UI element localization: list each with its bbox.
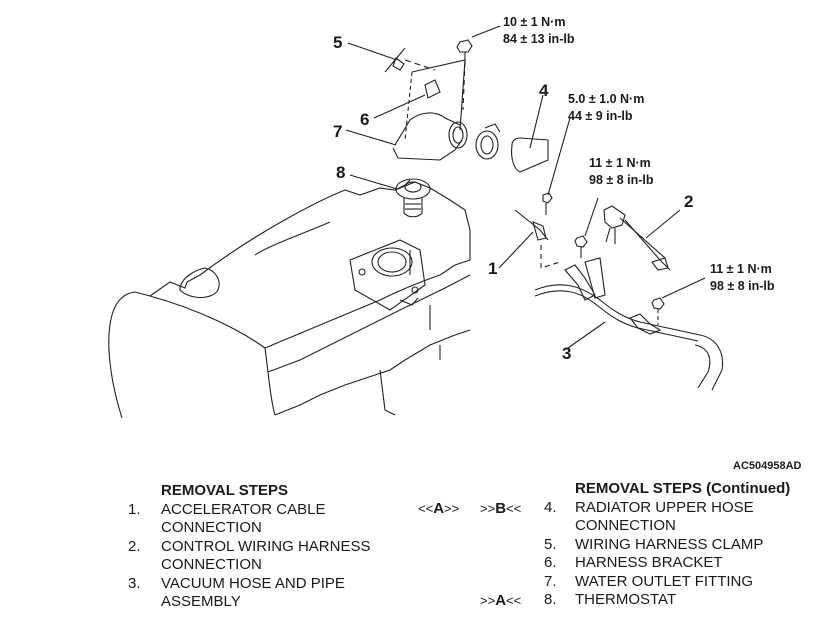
callout-1: 1 xyxy=(488,259,498,278)
callout-8: 8 xyxy=(336,163,346,182)
accelerator-cable-part xyxy=(514,192,561,269)
torque-nm: 11 ± 1 N·m xyxy=(710,262,772,276)
step-text: CONTROL WIRING HARNESS xyxy=(161,537,371,555)
step-text: ACCELERATOR CABLE xyxy=(161,500,326,518)
step-text: VACUUM HOSE AND PIPE xyxy=(161,574,345,592)
step-number: 5. xyxy=(544,535,557,553)
step-number: 7. xyxy=(544,572,557,590)
callout-6: 6 xyxy=(360,110,370,129)
step-number: 1. xyxy=(128,500,141,518)
step-text: HARNESS BRACKET xyxy=(575,554,723,571)
removal-steps-continued-list: REMOVAL STEPS (Continued) <<A>> >>B<< 4.… xyxy=(418,480,822,610)
thermostat-part xyxy=(395,178,431,218)
step-text: CONNECTION xyxy=(161,519,262,536)
radiator-hose-part xyxy=(475,123,549,173)
exploded-view-diagram xyxy=(108,25,724,419)
bracket-bolt-part xyxy=(564,235,606,301)
torque-nm: 11 ± 1 N·m xyxy=(589,156,651,170)
install-reference: <<A>> xyxy=(418,499,460,517)
torque-spec-4: 11 ± 1 N·m 98 ± 8 in-lb xyxy=(710,261,775,295)
wiring-connector-part xyxy=(603,205,671,271)
torque-inlb: 98 ± 8 in-lb xyxy=(589,173,654,187)
step-text: CONNECTION xyxy=(575,517,676,534)
removal-steps-heading: REMOVAL STEPS xyxy=(161,482,288,499)
callout-2: 2 xyxy=(684,192,694,211)
figure-id: AC504958AD xyxy=(733,460,802,472)
torque-inlb: 44 ± 9 in-lb xyxy=(568,109,633,123)
torque-inlb: 84 ± 13 in-lb xyxy=(503,32,575,46)
removal-steps-continued-heading: REMOVAL STEPS (Continued) xyxy=(575,480,791,497)
callout-3: 3 xyxy=(562,344,572,363)
step-number: 3. xyxy=(128,574,141,592)
thermostat-housing xyxy=(349,239,426,311)
step-text: WATER OUTLET FITTING xyxy=(575,572,754,590)
engine-block xyxy=(108,179,471,419)
step-number: 2. xyxy=(128,537,141,555)
callout-5: 5 xyxy=(333,33,343,52)
torque-inlb: 98 ± 8 in-lb xyxy=(710,279,775,293)
leader-lines xyxy=(345,25,706,349)
torque-spec-1: 10 ± 1 N·m 84 ± 13 in-lb xyxy=(503,14,574,48)
step-number: 4. xyxy=(544,498,557,516)
removal-reference: >>B<< xyxy=(480,499,522,517)
callout-7: 7 xyxy=(333,122,343,141)
step-number: 6. xyxy=(544,554,557,571)
harness-clamp-part xyxy=(384,47,436,73)
step-number: 8. xyxy=(544,591,557,608)
torque-spec-2: 5.0 ± 1.0 N·m 44 ± 9 in-lb xyxy=(568,91,644,125)
removal-reference: >>A<< xyxy=(480,592,522,609)
water-outlet-fitting-part xyxy=(392,59,468,161)
removal-steps-list: REMOVAL STEPS 1. ACCELERATOR CABLE CONNEC… xyxy=(128,482,428,612)
vacuum-pipe-part xyxy=(534,284,724,391)
callout-4: 4 xyxy=(539,81,549,100)
torque-nm: 5.0 ± 1.0 N·m xyxy=(568,92,645,106)
step-text: ASSEMBLY xyxy=(161,593,241,610)
bolt-10nm xyxy=(456,39,473,111)
step-text: RADIATOR UPPER HOSE xyxy=(575,498,754,516)
torque-spec-3: 11 ± 1 N·m 98 ± 8 in-lb xyxy=(589,155,654,189)
step-text: THERMOSTAT xyxy=(575,591,677,608)
step-text: WIRING HARNESS CLAMP xyxy=(575,535,764,553)
torque-nm: 10 ± 1 N·m xyxy=(503,15,566,29)
step-text: CONNECTION xyxy=(161,556,262,573)
